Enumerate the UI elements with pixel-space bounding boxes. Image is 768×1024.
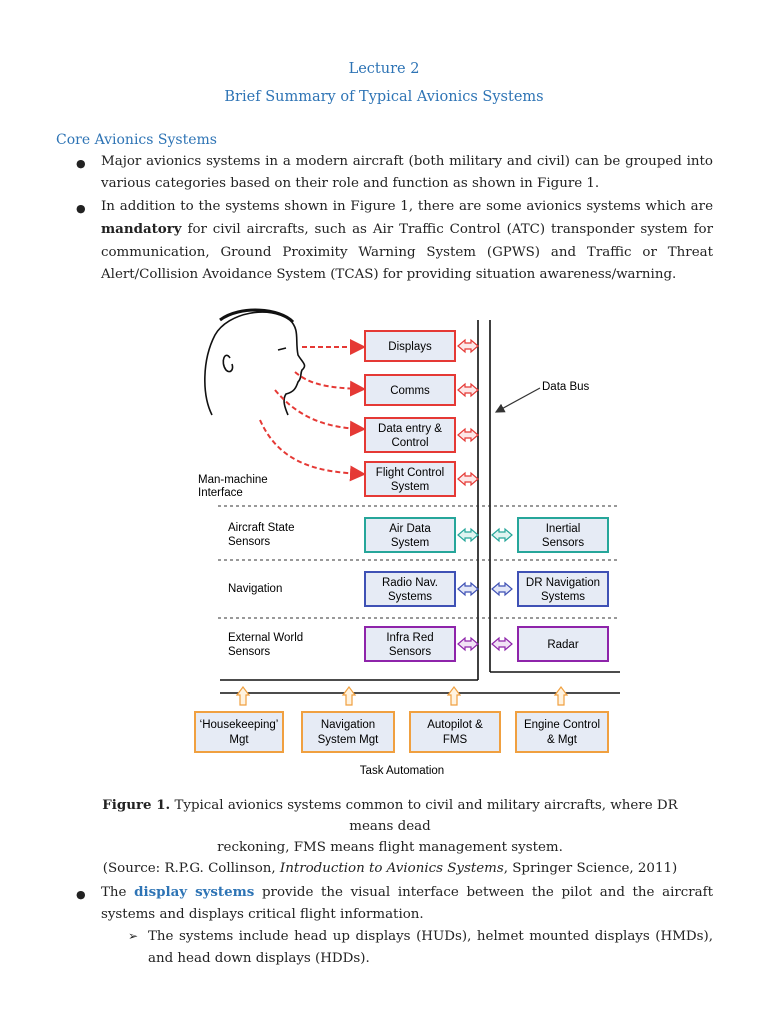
svg-text:Engine Control: Engine Control <box>524 719 600 731</box>
data-entry-box: Data entry & Control <box>364 417 456 453</box>
housekeeping-box: ‘Housekeeping’ Mgt <box>194 711 284 753</box>
display-sub-text: The systems include head up displays (HU… <box>148 929 713 967</box>
flight-control-label-2: System <box>391 481 429 493</box>
task-automation-label: Task Automation <box>360 765 444 777</box>
arrow-bullet-icon: ➢ <box>128 929 139 943</box>
mmi-bus-arrows <box>457 338 479 487</box>
bullet-marker: ● <box>76 157 86 170</box>
pilot-head-icon <box>204 308 306 416</box>
autopilot-box: Autopilot & FMS <box>409 711 501 753</box>
bullet-marker: ● <box>76 202 86 215</box>
svg-text:Sensors: Sensors <box>542 537 584 549</box>
figure-label: Figure 1. <box>102 797 171 813</box>
lecture-label: Lecture 2 <box>348 61 420 77</box>
svg-text:FMS: FMS <box>443 734 468 746</box>
comms-label: Comms <box>390 385 430 397</box>
svg-text:Radar: Radar <box>547 639 578 651</box>
radio-nav-box: Radio Nav. Systems <box>364 571 456 607</box>
svg-text:System Mgt: System Mgt <box>318 734 380 746</box>
svg-text:Systems: Systems <box>541 591 585 603</box>
radar-box: Radar <box>517 626 609 662</box>
display-bullet-text: The display systems provide the visual i… <box>101 884 713 923</box>
data-entry-label-2: Control <box>391 437 428 449</box>
svg-text:Navigation: Navigation <box>321 719 375 731</box>
air-data-box: Air Data System <box>364 517 456 553</box>
mmi-arrows <box>259 339 366 482</box>
row-3-label-2: Sensors <box>228 646 270 658</box>
avionics-diagram: Displays Comms Data entry & Control Flig… <box>194 308 620 777</box>
row-2-label: Navigation <box>228 583 282 595</box>
section-heading: Core Avionics Systems <box>56 132 217 148</box>
bullet-2-text: In addition to the systems shown in Figu… <box>101 199 713 283</box>
section-dividers <box>218 505 620 619</box>
figure-caption: Figure 1. Typical avionics systems commo… <box>102 797 678 876</box>
row-1-label-1: Aircraft State <box>228 522 294 534</box>
svg-text:‘Housekeeping’: ‘Housekeeping’ <box>200 719 279 731</box>
mmi-label-2: Interface <box>198 487 243 499</box>
svg-text:Radio Nav.: Radio Nav. <box>382 577 438 589</box>
svg-text:& Mgt: & Mgt <box>547 734 578 746</box>
data-bus-pointer <box>494 387 541 413</box>
navigation-mgt-box: Navigation System Mgt <box>301 711 395 753</box>
data-bus-label: Data Bus <box>542 381 590 393</box>
data-entry-label-1: Data entry & <box>378 423 442 435</box>
row-1-arrows <box>457 527 513 543</box>
svg-text:Air Data: Air Data <box>389 523 431 535</box>
row-2-arrows <box>457 581 513 597</box>
row-1-label-2: Sensors <box>228 536 270 548</box>
task-arrows <box>235 686 569 706</box>
svg-text:Sensors: Sensors <box>389 646 431 658</box>
svg-text:Inertial: Inertial <box>546 523 581 535</box>
infra-red-box: Infra Red Sensors <box>364 626 456 662</box>
svg-text:DR Navigation: DR Navigation <box>526 577 600 589</box>
svg-text:Autopilot &: Autopilot & <box>427 719 483 731</box>
flight-control-label-1: Flight Control <box>376 467 444 479</box>
row-3-arrows <box>457 636 513 652</box>
comms-box: Comms <box>364 374 456 406</box>
dr-navigation-box: DR Navigation Systems <box>517 571 609 607</box>
row-3-label-1: External World <box>228 632 303 644</box>
svg-text:System: System <box>391 537 429 549</box>
mmi-label-1: Man-machine <box>198 474 268 486</box>
engine-control-box: Engine Control & Mgt <box>515 711 609 753</box>
svg-text:Mgt: Mgt <box>229 734 249 746</box>
displays-label: Displays <box>388 341 432 353</box>
displays-box: Displays <box>364 330 456 362</box>
svg-text:Infra Red: Infra Red <box>386 632 433 644</box>
inertial-box: Inertial Sensors <box>517 517 609 553</box>
svg-text:Systems: Systems <box>388 591 432 603</box>
bullet-marker: ● <box>76 888 86 901</box>
page-title: Brief Summary of Typical Avionics System… <box>224 89 544 105</box>
bullet-1-text: Major avionics systems in a modern aircr… <box>101 154 713 192</box>
flight-control-box: Flight Control System <box>364 461 456 497</box>
data-bus <box>220 320 620 694</box>
